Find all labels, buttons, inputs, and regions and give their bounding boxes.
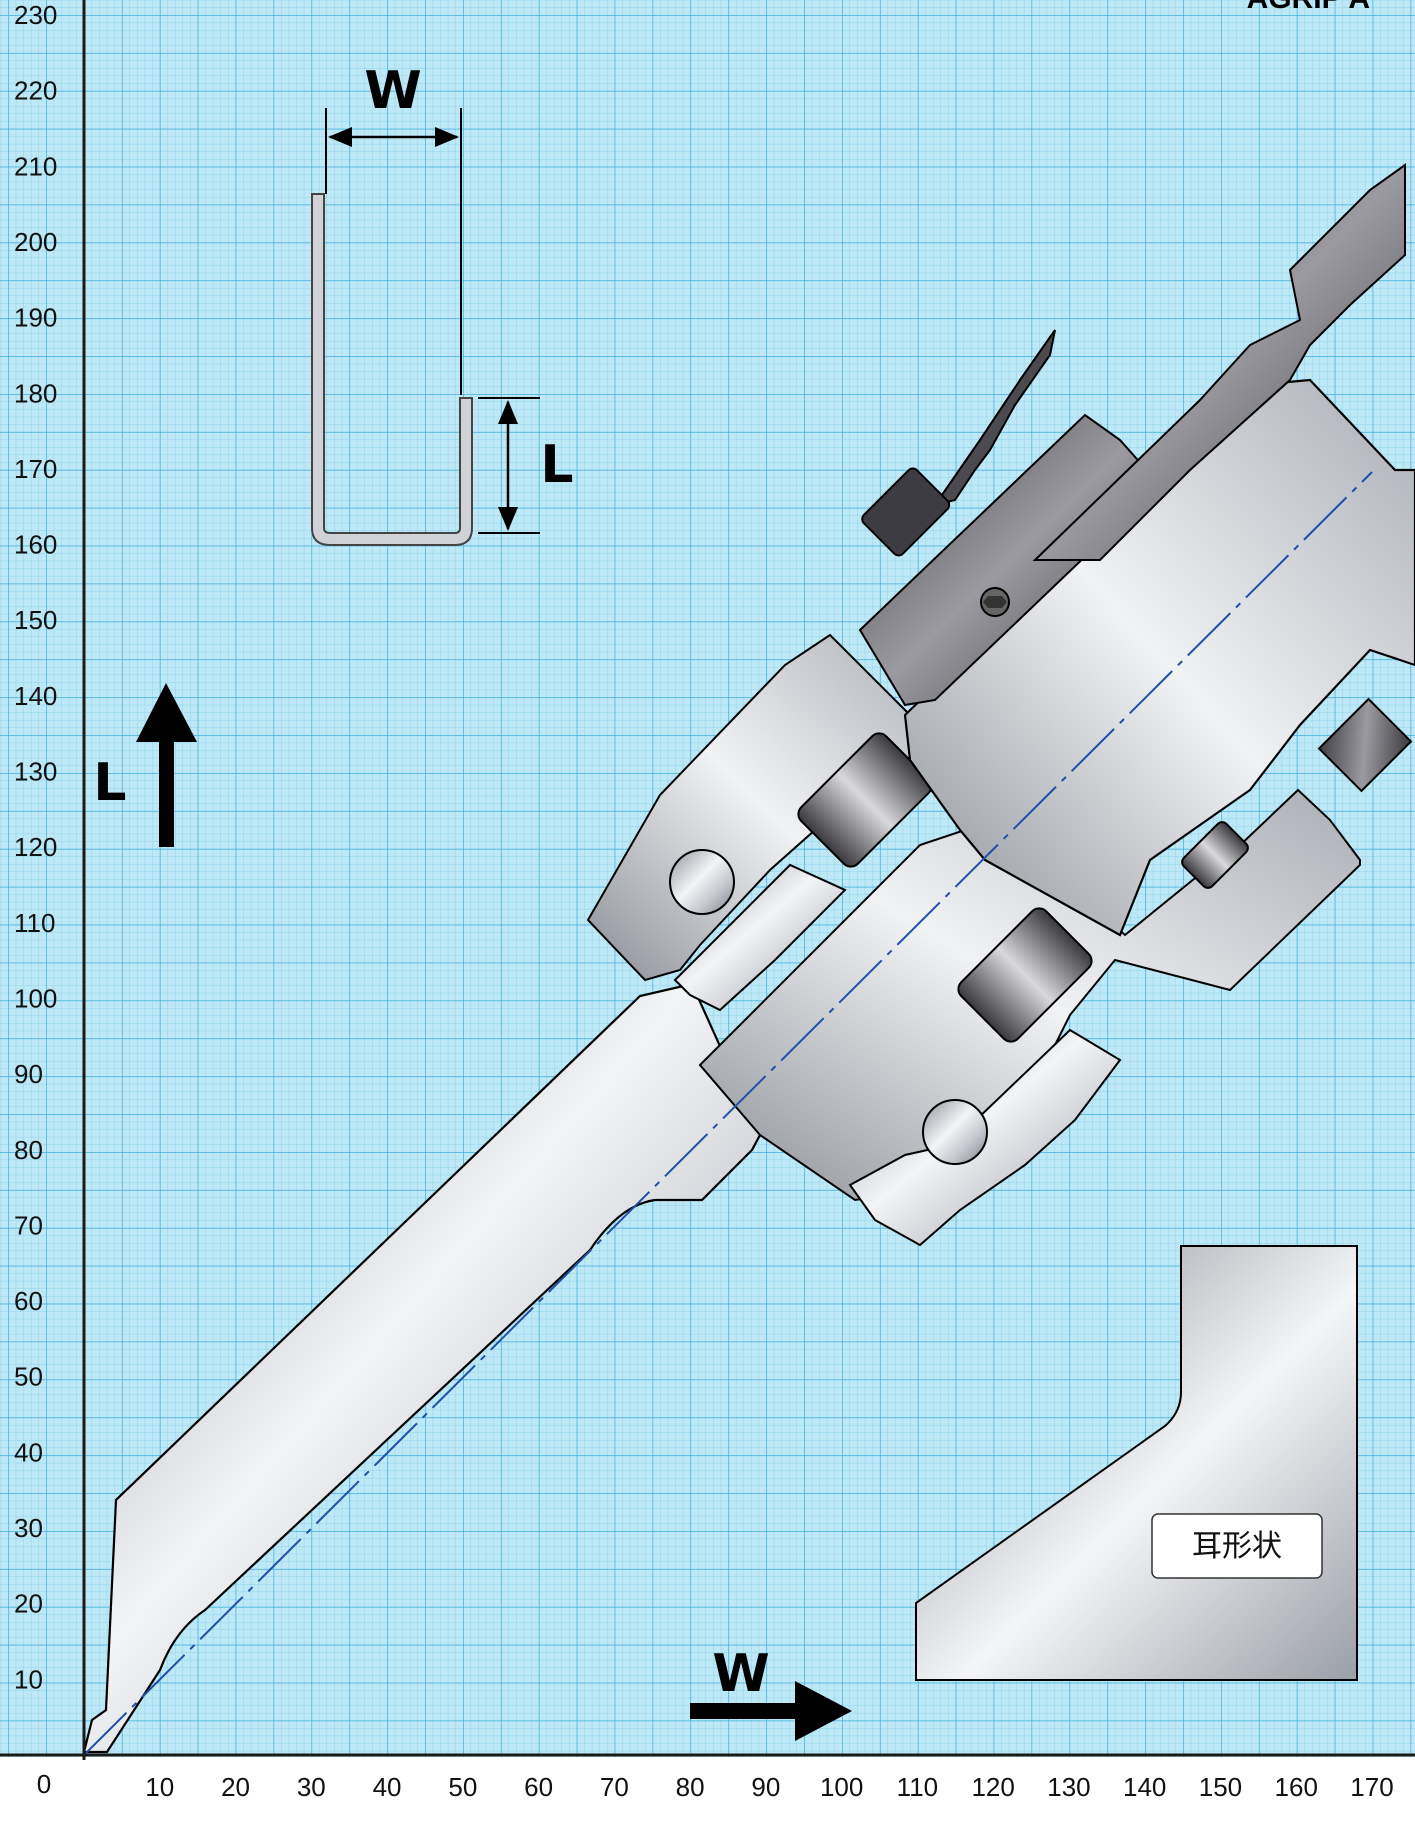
l-arrow-label: L xyxy=(93,753,126,813)
x-label-band xyxy=(0,1757,1415,1825)
l-arrow-top xyxy=(498,400,518,424)
x-tick-label: 160 xyxy=(1275,1772,1318,1802)
y-tick-label: 30 xyxy=(14,1513,43,1543)
hex-socket xyxy=(983,596,1007,608)
y-tick-label: 100 xyxy=(14,983,57,1013)
y-tick-label: 230 xyxy=(14,0,57,30)
y-tick-labels: 10 20 30 40 50 60 70 80 90 100 110 120 130 140 150 160 1… xyxy=(14,0,57,1694)
y-tick-label: 200 xyxy=(14,227,57,257)
sheet-profile xyxy=(311,193,473,546)
y-tick-label: 60 xyxy=(14,1286,43,1316)
w-arrow-left xyxy=(328,127,352,147)
y-tick-label: 80 xyxy=(14,1135,43,1165)
l-arrow-bottom xyxy=(498,507,518,531)
y-tick-label: 210 xyxy=(14,151,57,181)
y-tick-label: 110 xyxy=(14,908,55,938)
y-tick-label: 90 xyxy=(14,1059,43,1089)
x-tick-label: 30 xyxy=(297,1772,326,1802)
y-tick-label: 140 xyxy=(14,681,57,711)
y-tick-label: 120 xyxy=(14,832,57,862)
l-dimension-label: L xyxy=(540,435,573,495)
x-tick-label: 80 xyxy=(676,1772,705,1802)
corner-label: AGRIP A xyxy=(1247,0,1370,15)
x-tick-label: 170 xyxy=(1350,1772,1393,1802)
cylinder-block xyxy=(903,378,1415,937)
ear-shape-label-box xyxy=(1151,1513,1323,1579)
x-tick-label: 140 xyxy=(1123,1772,1166,1802)
x-tick-label: 70 xyxy=(600,1772,629,1802)
centerline xyxy=(83,471,1373,1756)
l-arrow-shaft xyxy=(159,730,174,847)
w-arrow-label: W xyxy=(712,1644,769,1704)
x-tick-label: 150 xyxy=(1199,1772,1242,1802)
x-tick-labels: 10 20 30 40 50 60 70 80 90 100 110 120 130 140 150 160 1… xyxy=(145,1772,1393,1802)
roller-lower xyxy=(957,907,1093,1043)
y-tick-label: 150 xyxy=(14,605,57,635)
y-tick-label: 180 xyxy=(14,378,57,408)
origin-label: 0 xyxy=(37,1769,51,1799)
x-tick-label: 60 xyxy=(524,1772,553,1802)
y-tick-label: 10 xyxy=(14,1664,43,1694)
y-tick-label: 160 xyxy=(14,530,57,560)
x-tick-label: 100 xyxy=(820,1772,863,1802)
x-tick-label: 90 xyxy=(751,1772,780,1802)
top-arm xyxy=(1032,163,1406,561)
y-tick-label: 130 xyxy=(14,757,57,787)
w-dimension-label: W xyxy=(364,61,421,121)
w-arrow-shaft xyxy=(690,1703,800,1719)
y-tick-label: 70 xyxy=(14,1210,43,1240)
lever-base xyxy=(861,467,951,557)
x-tick-label: 110 xyxy=(897,1772,938,1802)
w-arrow-right xyxy=(435,127,459,147)
x-tick-label: 20 xyxy=(221,1772,250,1802)
roller-upper xyxy=(797,732,933,868)
x-tick-label: 120 xyxy=(971,1772,1014,1802)
x-tick-label: 40 xyxy=(373,1772,402,1802)
x-tick-label: 130 xyxy=(1047,1772,1090,1802)
y-tick-label: 170 xyxy=(14,454,57,484)
upper-clamp xyxy=(673,863,847,1012)
ball-upper xyxy=(669,849,735,915)
y-tick-label: 220 xyxy=(14,76,57,106)
roller-small xyxy=(1181,821,1249,889)
x-tick-label: 10 xyxy=(145,1772,174,1802)
y-tick-label: 20 xyxy=(14,1589,43,1619)
l-arrow-head xyxy=(136,683,197,742)
y-tick-label: 190 xyxy=(14,303,57,333)
x-tick-label: 50 xyxy=(448,1772,477,1802)
y-tick-label: 50 xyxy=(14,1362,43,1392)
w-arrow-head xyxy=(795,1681,852,1741)
ball-lower xyxy=(922,1099,988,1165)
y-tick-label: 40 xyxy=(14,1437,43,1467)
lever xyxy=(932,329,1056,507)
side-bolt xyxy=(1317,697,1413,793)
ear-shape-label: 耳形状 xyxy=(1192,1529,1282,1564)
